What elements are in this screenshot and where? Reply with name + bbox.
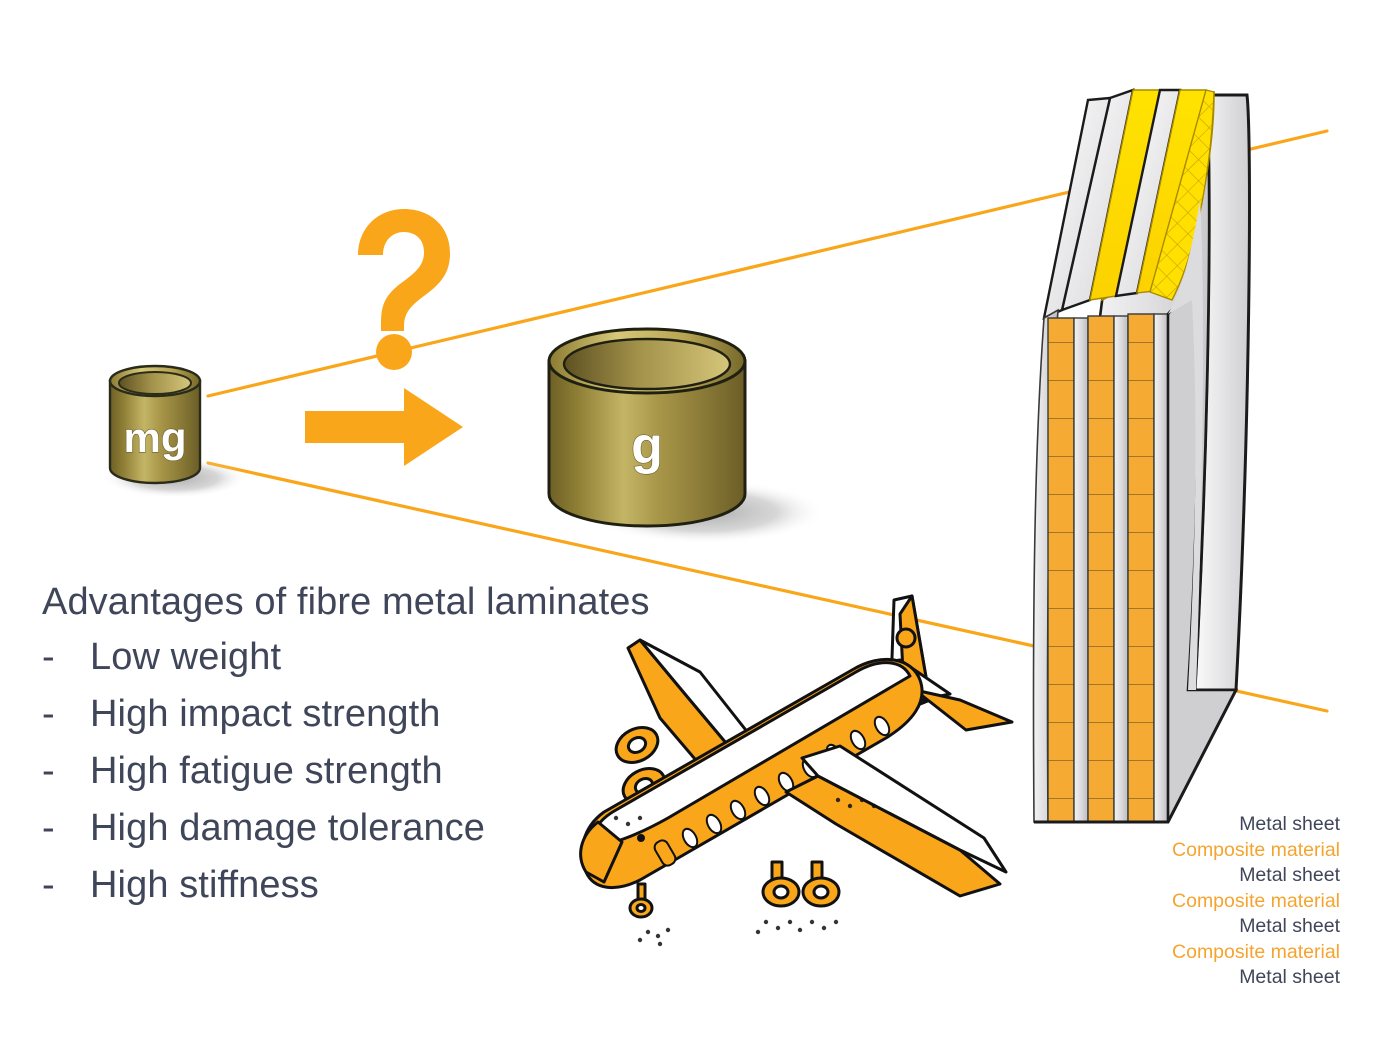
tail-logo-dot [895, 627, 917, 649]
small-cylinder-mg: mg [103, 364, 247, 498]
large-cylinder-body [547, 359, 747, 528]
large-cylinder-label: g [631, 417, 663, 475]
question-mark-dot [376, 334, 412, 370]
large-cylinder-g: g [547, 327, 825, 544]
list-item-label: High fatigue strength [90, 750, 443, 792]
legend-row-metal-3: Metal sheet [1239, 915, 1340, 937]
large-cylinder-inner-rim [562, 337, 732, 391]
bullet-marker: - [42, 636, 55, 678]
advantages-list: - Low weight - High impact strength - Hi… [42, 629, 650, 914]
small-cylinder-body [108, 379, 202, 485]
laminate-edge-stack [1032, 308, 1169, 823]
edge-composite-2 [1087, 315, 1115, 823]
legend-row-metal-2: Metal sheet [1239, 864, 1340, 886]
small-cylinder-inner-rim [118, 371, 192, 395]
legend-row-composite-3: Composite material [1172, 940, 1340, 963]
bullet-marker: - [42, 693, 55, 735]
list-item: - High impact strength [42, 686, 650, 743]
bullet-marker: - [42, 807, 55, 849]
list-item-label: High stiffness [90, 864, 319, 906]
small-cylinder-label: mg [124, 414, 187, 461]
legend-row-composite-2: Composite material [1172, 889, 1340, 912]
list-item: - High damage tolerance [42, 800, 650, 857]
metal-sheet-outer-face-upper [1168, 200, 1203, 690]
list-item-label: High impact strength [90, 693, 441, 735]
nose-cone [579, 820, 624, 884]
legend-row-metal-1: Metal sheet [1239, 813, 1340, 835]
list-item: - Low weight [42, 629, 650, 686]
laminate-legend: Metal sheet Composite material Metal she… [880, 812, 1340, 991]
edge-composite-1 [1047, 317, 1075, 823]
laminate-bottom-edge [1034, 689, 1238, 824]
edge-composite-3 [1127, 313, 1155, 823]
legend-row-metal-4: Metal sheet [1239, 966, 1340, 988]
h-stabilizer-right [913, 688, 1014, 732]
airliner [579, 594, 1014, 947]
advantages-block: Advantages of fibre metal laminates - Lo… [42, 575, 650, 914]
list-item: - High stiffness [42, 857, 650, 914]
question-mark-icon [358, 209, 450, 331]
list-item-label: High damage tolerance [90, 807, 486, 849]
list-item-label: Low weight [90, 636, 282, 678]
right-arrow-icon [305, 388, 463, 466]
wing-near-white [800, 744, 1008, 874]
legend-row-composite-1: Composite material [1172, 838, 1340, 861]
ground-shadow-dots [613, 797, 877, 947]
advantages-heading: Advantages of fibre metal laminates [42, 581, 650, 623]
laminate-top-edge-bands [1060, 88, 1207, 312]
main-landing-gear [761, 860, 841, 908]
cockpit-window [637, 834, 645, 842]
forward-door [653, 839, 677, 867]
bullet-marker: - [42, 750, 55, 792]
notch-left [1042, 96, 1112, 321]
list-item: - High fatigue strength [42, 743, 650, 800]
composite-weave-face [1149, 89, 1215, 301]
engine-far-1-hub [626, 736, 648, 754]
bullet-marker: - [42, 864, 55, 906]
nose-landing-gear [628, 882, 654, 919]
